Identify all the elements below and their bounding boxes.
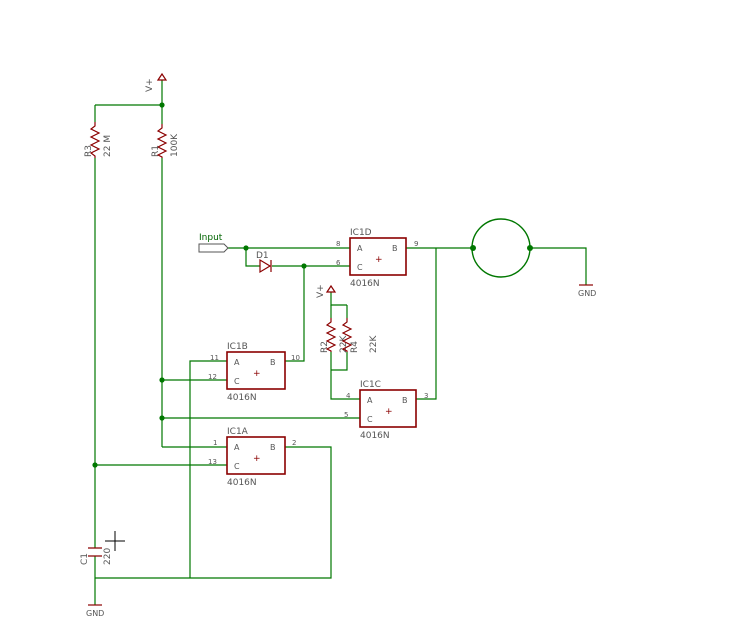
gnd-label: GND bbox=[578, 289, 596, 298]
ic1c-pin-a-num: 4 bbox=[346, 392, 351, 400]
junction bbox=[92, 462, 98, 468]
ic1a-pin-b-num: 2 bbox=[292, 439, 296, 447]
crosshair-cursor-icon bbox=[105, 531, 125, 551]
ic1d-pin-a-label: A bbox=[357, 244, 363, 253]
ic1d-pin-b-num: 9 bbox=[414, 240, 418, 248]
svg-text:+: + bbox=[385, 407, 393, 417]
r3-value: 22 M bbox=[103, 135, 113, 157]
wire-r2-ic1c-a bbox=[330, 352, 360, 400]
svg-text:+: + bbox=[253, 454, 261, 464]
gnd-symbol-lamp: GND bbox=[578, 284, 596, 298]
r3-ref: R3 bbox=[84, 145, 94, 157]
ic1b-ref: IC1B bbox=[227, 342, 248, 352]
ic1b-part: 4016N bbox=[227, 393, 257, 403]
ic1d-pin-b-label: B bbox=[392, 244, 398, 253]
gnd-label-2: GND bbox=[86, 609, 104, 618]
junctions bbox=[92, 102, 533, 468]
ic1d-ref: IC1D bbox=[350, 228, 372, 238]
ic1c-pin-a-label: A bbox=[367, 396, 373, 405]
ic1a-part: 4016N bbox=[227, 478, 257, 488]
ic1a-switch: A B C + 1 2 13 IC1A 4016N bbox=[208, 427, 296, 488]
ic1a-pin-c-num: 13 bbox=[208, 458, 217, 466]
resistor-r2: R2 22K bbox=[320, 318, 349, 353]
wire-bottom-loop bbox=[95, 446, 332, 579]
junction bbox=[159, 377, 165, 383]
r2-value: 22K bbox=[339, 335, 349, 353]
ic1a-pin-a-label: A bbox=[234, 443, 240, 452]
junction bbox=[301, 263, 307, 269]
ic1c-pin-c-label: C bbox=[367, 415, 373, 424]
ic1c-pin-b-label: B bbox=[402, 396, 408, 405]
vplus-symbol-r2: V+ bbox=[316, 284, 337, 298]
ic1b-pin-a-label: A bbox=[234, 358, 240, 367]
diode-d1: D1 bbox=[256, 251, 272, 274]
junction bbox=[470, 245, 476, 251]
vplus-symbol-top: V+ bbox=[145, 72, 168, 92]
wire-r3-top bbox=[94, 104, 162, 122]
wire-vplus2-top bbox=[330, 292, 347, 306]
c1-value: 220 bbox=[103, 548, 113, 565]
wire-r4-join bbox=[331, 352, 348, 371]
r2-ref: R2 bbox=[320, 341, 330, 353]
r1-value: 100K bbox=[170, 133, 180, 157]
c1-ref: C1 bbox=[80, 553, 90, 565]
input-connector[interactable]: Input bbox=[198, 233, 229, 253]
wire-r2-r4-top bbox=[330, 305, 348, 318]
ic1a-ref: IC1A bbox=[227, 427, 249, 437]
wire-ic1b-a-bottom bbox=[189, 360, 227, 578]
ic1d-pin-c-num: 6 bbox=[336, 259, 341, 267]
resistor-r4: R4 22K bbox=[341, 318, 379, 353]
ic1d-pin-a-num: 8 bbox=[336, 240, 340, 248]
r4-ref: R4 bbox=[350, 341, 360, 353]
resistor-r1: R1 100K bbox=[151, 124, 180, 158]
wire-diode-left bbox=[245, 248, 260, 267]
ic1c-switch: A B C + 4 3 5 IC1C 4016N bbox=[344, 380, 428, 441]
ic1b-pin-b-label: B bbox=[270, 358, 276, 367]
wire-lamp-gnd bbox=[530, 247, 587, 285]
d1-ref: D1 bbox=[256, 251, 269, 261]
ic1c-ref: IC1C bbox=[360, 380, 381, 390]
junction bbox=[159, 102, 165, 108]
ic1a-pin-b-label: B bbox=[270, 443, 276, 452]
svg-text:+: + bbox=[253, 369, 261, 379]
wire-ic1b-b bbox=[285, 266, 305, 362]
r1-ref: R1 bbox=[151, 145, 161, 157]
ic1c-part: 4016N bbox=[360, 431, 390, 441]
ic1c-pin-b-num: 3 bbox=[424, 392, 428, 400]
gnd-symbol-c1: GND bbox=[86, 604, 104, 618]
svg-text:+: + bbox=[375, 255, 383, 265]
ic1b-pin-b-num: 10 bbox=[291, 354, 300, 362]
vplus-label-2: V+ bbox=[316, 284, 326, 298]
ic1d-pin-c-label: C bbox=[357, 263, 363, 272]
ic1a-pin-c-label: C bbox=[234, 462, 240, 471]
resistor-r3: R3 22 M bbox=[84, 122, 113, 158]
ic1d-switch: A B C + 8 9 6 IC1D 4016N bbox=[336, 228, 418, 289]
wire-ic1c-b bbox=[416, 248, 437, 400]
ic1d-part: 4016N bbox=[350, 279, 380, 289]
ic1b-pin-a-num: 11 bbox=[210, 354, 219, 362]
lamp-symbol bbox=[471, 218, 531, 278]
junction bbox=[243, 245, 249, 251]
r4-value: 22K bbox=[369, 335, 379, 353]
junction bbox=[159, 415, 165, 421]
ic1a-pin-a-num: 1 bbox=[213, 439, 217, 447]
ic1c-pin-c-num: 5 bbox=[344, 411, 348, 419]
ic1b-switch: A B C + 11 10 12 IC1B 4016N bbox=[208, 342, 300, 403]
wires bbox=[94, 80, 587, 605]
ic1b-pin-c-label: C bbox=[234, 377, 240, 386]
vplus-label: V+ bbox=[145, 78, 155, 92]
input-label: Input bbox=[199, 233, 223, 243]
ic1b-pin-c-num: 12 bbox=[208, 373, 217, 381]
capacitor-c1: C1 220 bbox=[80, 547, 113, 565]
